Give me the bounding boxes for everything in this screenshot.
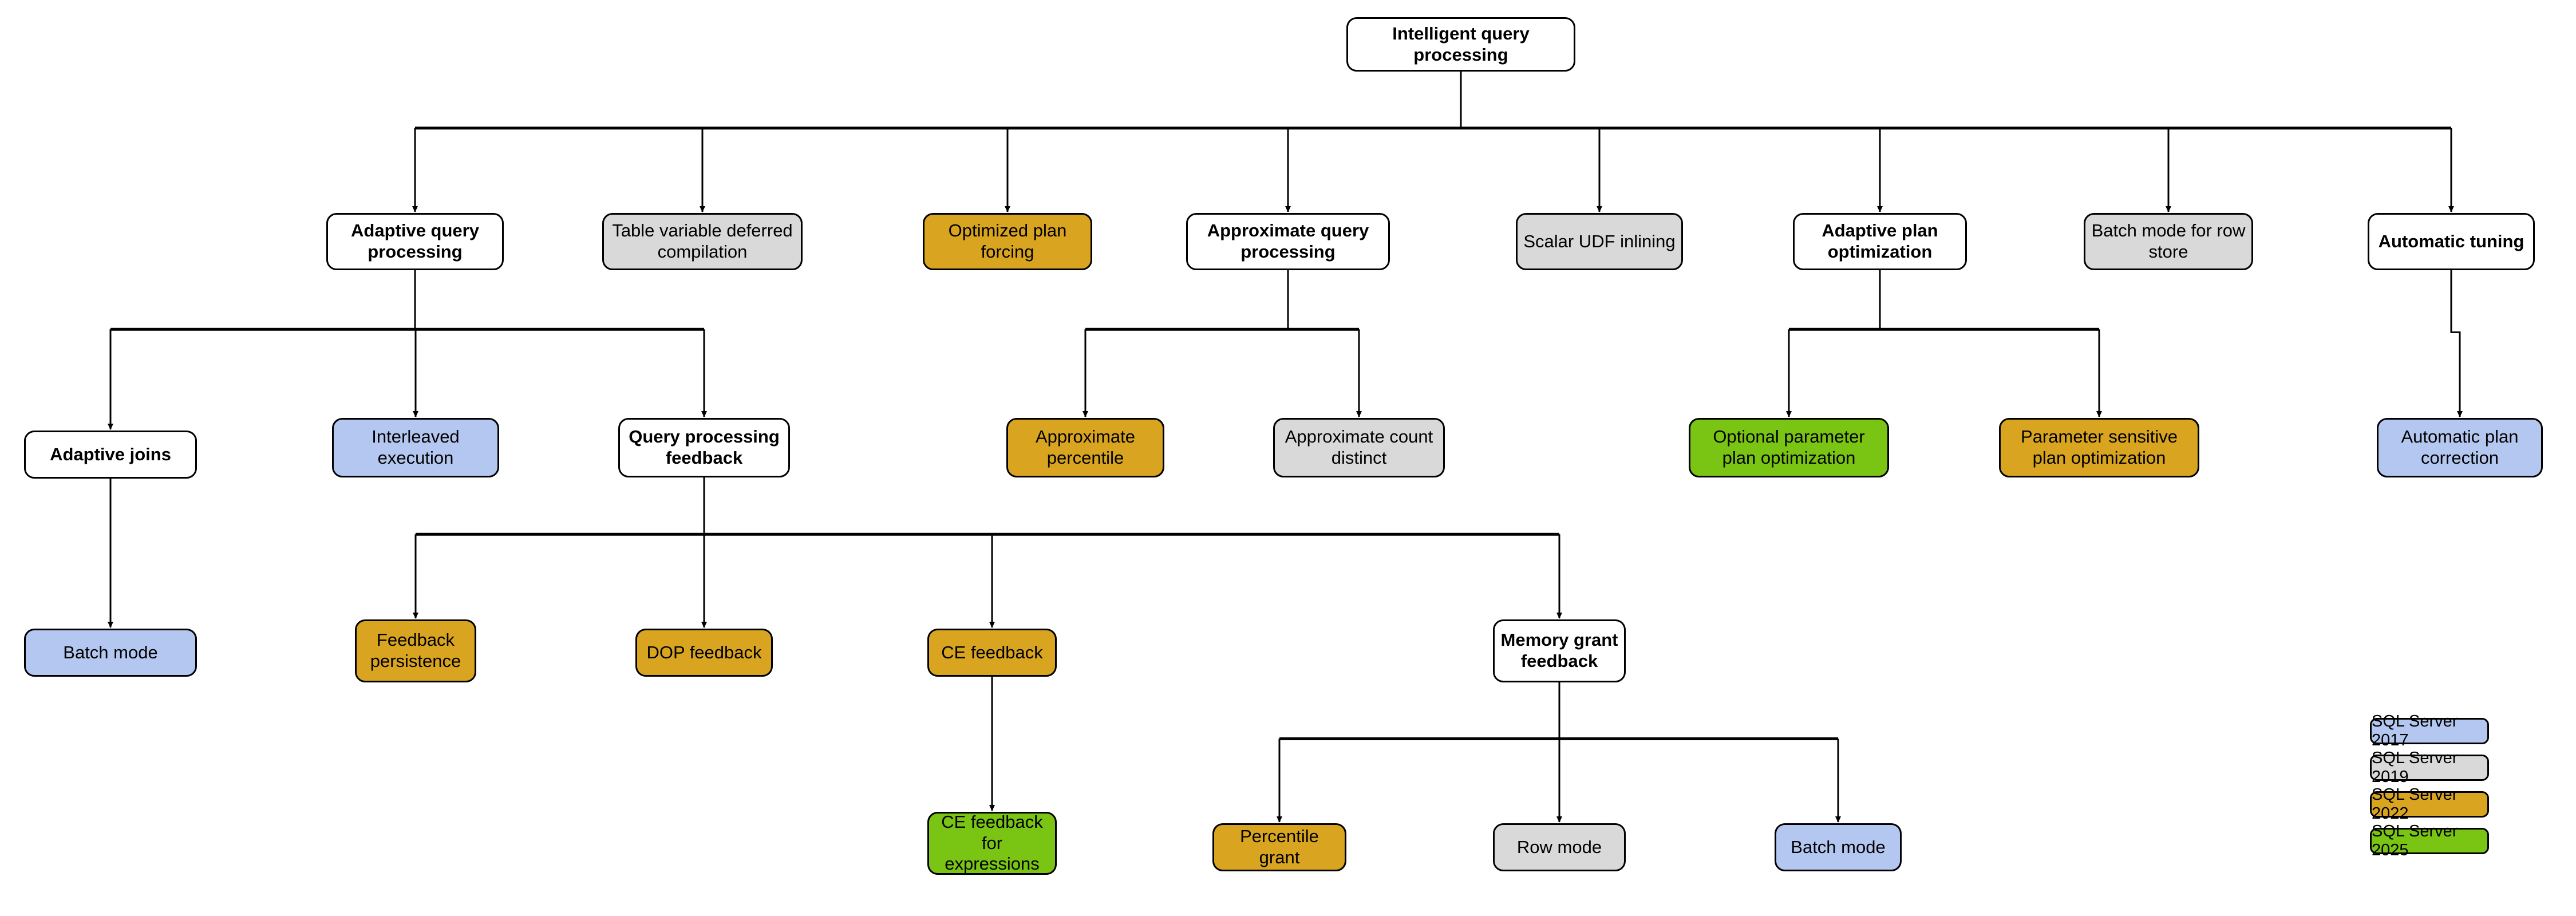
- legend-item-amber: SQL Server 2022: [2370, 785, 2489, 823]
- node-cefb[interactable]: CE feedback: [927, 629, 1057, 677]
- node-rowmode[interactable]: Row mode: [1493, 823, 1626, 871]
- node-acd[interactable]: Approximate count distinct: [1273, 418, 1445, 477]
- edge-autotune-apc: [2450, 270, 2463, 417]
- node-oppo[interactable]: Optional parameter plan optimization: [1689, 418, 1889, 477]
- node-udf[interactable]: Scalar UDF inlining: [1516, 213, 1683, 270]
- node-approx[interactable]: Approximate query processing: [1186, 213, 1390, 270]
- legend-item-green: SQL Server 2025: [2370, 822, 2489, 859]
- node-apct[interactable]: Approximate percentile: [1006, 418, 1164, 477]
- node-ilexec[interactable]: Interleaved execution: [332, 418, 499, 477]
- node-bmode2[interactable]: Batch mode: [1775, 823, 1902, 871]
- node-pspo[interactable]: Parameter sensitive plan optimization: [1999, 418, 2199, 477]
- node-apc[interactable]: Automatic plan correction: [2377, 418, 2543, 477]
- node-qpf[interactable]: Query processing feedback: [618, 418, 790, 477]
- node-bmode1[interactable]: Batch mode: [24, 629, 197, 677]
- node-apo[interactable]: Adaptive plan optimization: [1793, 213, 1967, 270]
- node-mgf[interactable]: Memory grant feedback: [1493, 619, 1626, 682]
- node-root[interactable]: Intelligent query processing: [1346, 17, 1575, 72]
- node-opf[interactable]: Optimized plan forcing: [923, 213, 1092, 270]
- node-dopfb[interactable]: DOP feedback: [635, 629, 773, 677]
- node-tvdc[interactable]: Table variable deferred compilation: [602, 213, 803, 270]
- node-autotune[interactable]: Automatic tuning: [2368, 213, 2535, 270]
- legend-item-blue: SQL Server 2017: [2370, 712, 2489, 749]
- legend-item-gray: SQL Server 2019: [2370, 749, 2489, 786]
- node-fbpersist[interactable]: Feedback persistence: [355, 619, 476, 682]
- node-aqp[interactable]: Adaptive query processing: [326, 213, 504, 270]
- node-ajoins[interactable]: Adaptive joins: [24, 431, 197, 479]
- node-cefbexpr[interactable]: CE feedback for expressions: [927, 812, 1057, 875]
- node-bmrs[interactable]: Batch mode for row store: [2084, 213, 2253, 270]
- node-pctgrant[interactable]: Percentile grant: [1212, 823, 1346, 871]
